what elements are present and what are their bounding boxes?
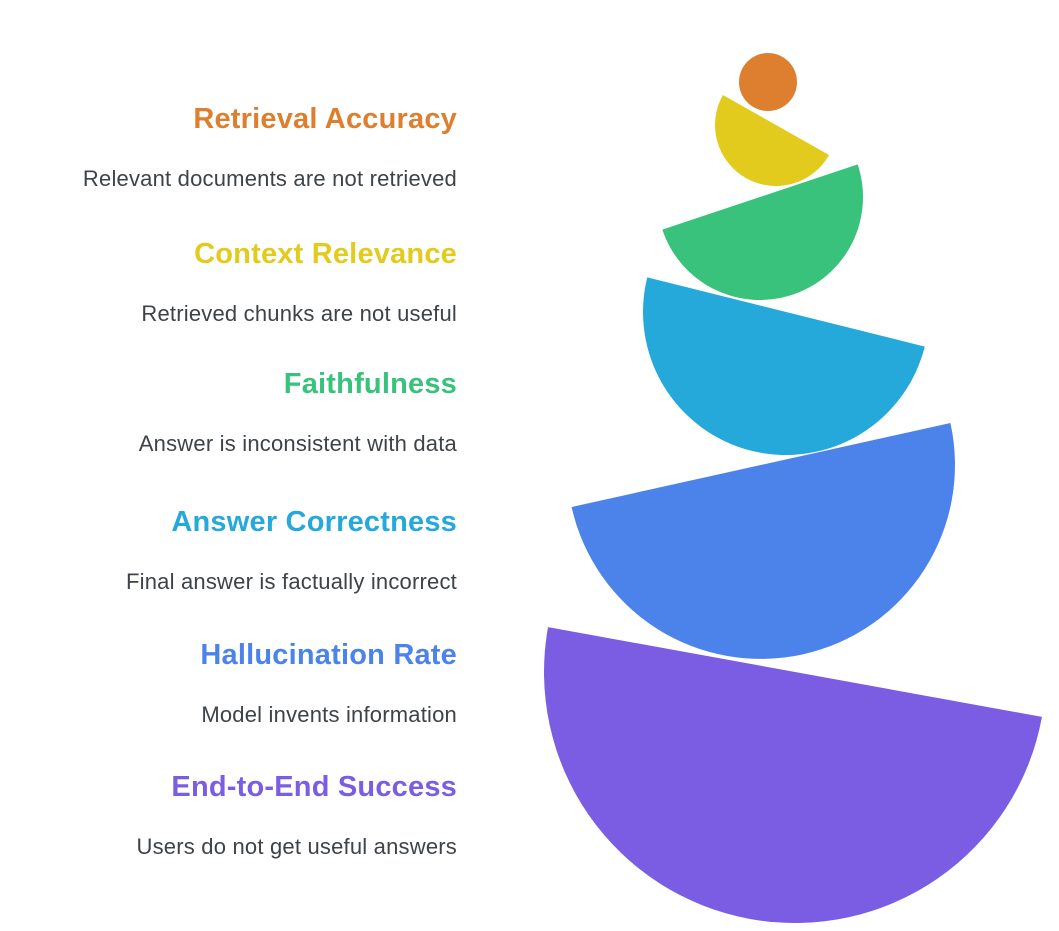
- stack-shape-retrieval-accuracy-circle: [739, 53, 797, 111]
- metric-group-context-relevance: Context Relevance Retrieved chunks are n…: [141, 237, 457, 327]
- metric-label-end-to-end-success: End-to-End Success: [171, 771, 457, 803]
- metric-label-context-relevance: Context Relevance: [194, 238, 457, 270]
- metric-group-answer-correctness: Answer Correctness Final answer is factu…: [126, 505, 457, 595]
- metric-label-retrieval-accuracy: Retrieval Accuracy: [193, 103, 457, 135]
- stack-shape-end-to-end-success-semicircle: [544, 627, 1042, 923]
- stack-shape-faithfulness-semicircle: [662, 164, 863, 300]
- metric-label-faithfulness: Faithfulness: [283, 368, 457, 400]
- metric-label-answer-correctness: Answer Correctness: [171, 506, 457, 538]
- metric-desc-hallucination-rate: Model invents information: [201, 702, 457, 727]
- stack-shape-answer-correctness-semicircle: [643, 277, 925, 455]
- metric-group-faithfulness: Faithfulness Answer is inconsistent with…: [139, 367, 457, 457]
- metric-group-end-to-end-success: End-to-End Success Users do not get usef…: [137, 770, 457, 860]
- metric-group-retrieval-accuracy: Retrieval Accuracy Relevant documents ar…: [83, 102, 457, 192]
- metric-desc-retrieval-accuracy: Relevant documents are not retrieved: [82, 166, 457, 191]
- metric-desc-context-relevance: Retrieved chunks are not useful: [141, 301, 457, 326]
- metric-desc-answer-correctness: Final answer is factually incorrect: [125, 569, 457, 594]
- metric-label-hallucination-rate: Hallucination Rate: [200, 639, 457, 671]
- stack-shape-hallucination-rate-semicircle: [571, 423, 955, 659]
- metric-desc-faithfulness: Answer is inconsistent with data: [138, 431, 457, 456]
- metric-desc-end-to-end-success: Users do not get useful answers: [136, 834, 457, 859]
- metric-group-hallucination-rate: Hallucination Rate Model invents informa…: [200, 638, 457, 728]
- stack-shape-context-relevance-semicircle: [715, 94, 830, 186]
